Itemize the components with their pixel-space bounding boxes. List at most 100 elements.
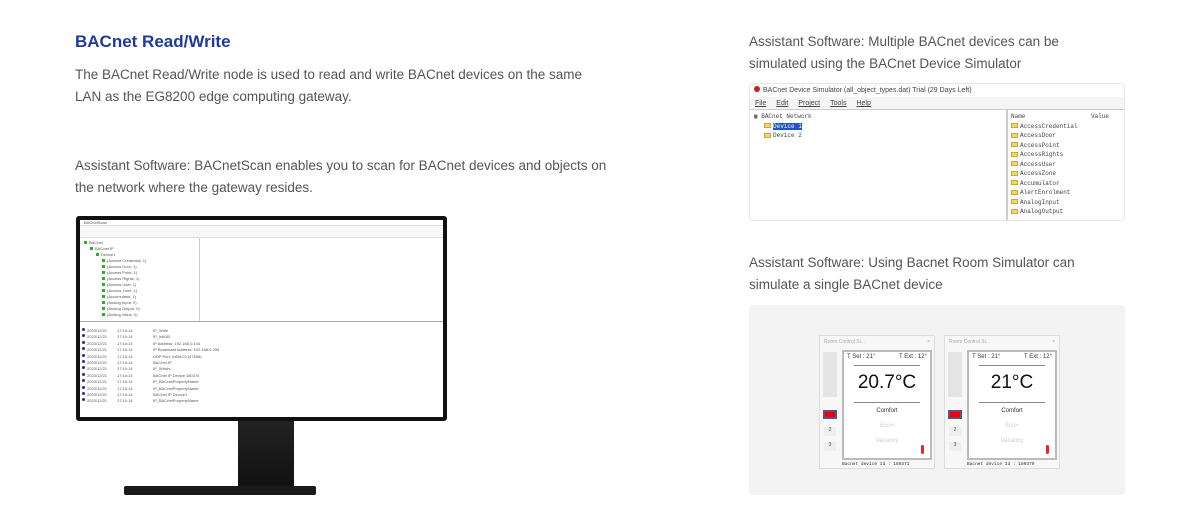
log-cell: BACnet IP Device1 bbox=[153, 391, 188, 397]
log-cell: BACnet IP bbox=[153, 359, 172, 365]
log-cell: 17:10:14 bbox=[117, 391, 133, 397]
scan-tree-item[interactable]: (Accumulator, 1) bbox=[84, 294, 195, 300]
network-tree[interactable]: ▣ BACnet Network Device 1 Device 2 bbox=[750, 110, 1008, 220]
mode-comfort[interactable]: Comfort bbox=[876, 408, 898, 414]
log-cell: 17:10:14 bbox=[117, 379, 133, 385]
object-item[interactable]: AccessDoor bbox=[1011, 131, 1121, 141]
mode-button-3[interactable]: 3 bbox=[824, 442, 836, 451]
scan-tree-item[interactable]: BACnet bbox=[84, 240, 195, 246]
mode-eco[interactable]: Eco+ bbox=[1005, 423, 1019, 429]
object-icon bbox=[102, 301, 105, 304]
object-item[interactable]: AccessZone bbox=[1011, 169, 1121, 179]
scan-tree-item[interactable]: (Access Rights, 1) bbox=[84, 276, 195, 282]
object-icon bbox=[102, 295, 105, 298]
object-item[interactable]: AccessCredential bbox=[1011, 122, 1121, 132]
room-simulator-screenshot: Room Control Si... × 2 3 T Set : 21° T Ext… bbox=[749, 305, 1125, 495]
scan-tree-item[interactable]: (Analog Input, 0) bbox=[84, 300, 195, 306]
scan-tree-item[interactable]: BACnet IP bbox=[84, 246, 195, 252]
log-cell: IP_WhoIs bbox=[153, 366, 171, 372]
log-cell: BACnet IP Device:180370 bbox=[153, 372, 200, 378]
tree-label: (Analog Value, 0) bbox=[107, 312, 138, 317]
object-item[interactable]: AccessRights bbox=[1011, 150, 1121, 160]
simulator-caption: Assistant Software: Multiple BACnet devi… bbox=[749, 34, 1059, 71]
setpoint: T Set : 21° bbox=[847, 354, 876, 360]
folder-icon bbox=[764, 123, 771, 129]
object-item[interactable]: AccessUser bbox=[1011, 160, 1121, 170]
tree-label: (Access User, 1) bbox=[107, 282, 137, 287]
info-icon bbox=[82, 398, 85, 402]
menu-help[interactable]: Help bbox=[856, 100, 871, 107]
log-cell: 2023/12/21 bbox=[87, 340, 108, 346]
menu-edit[interactable]: Edit bbox=[776, 100, 789, 107]
thermostat-display: T Set : 21°T Ext : 12° 20.7°C Comfort Ec… bbox=[842, 350, 932, 460]
log-cell: IP_Write bbox=[153, 328, 169, 333]
mode-button-2[interactable]: 2 bbox=[949, 427, 961, 436]
scan-tree-item[interactable]: (Access Point, 1) bbox=[84, 270, 195, 276]
folder-icon bbox=[1011, 199, 1018, 205]
scan-title: BACnetScan bbox=[80, 220, 443, 226]
slider[interactable] bbox=[948, 352, 962, 397]
external-temp: T Ext : 12° bbox=[899, 354, 927, 360]
log-cell: 17:10:14 bbox=[117, 366, 133, 372]
tree-device-2[interactable]: Device 2 bbox=[773, 132, 802, 139]
scan-tree-item[interactable]: (Access User, 1) bbox=[84, 282, 195, 288]
object-name: AnalogOutput bbox=[1020, 208, 1064, 215]
mode-button-1[interactable] bbox=[948, 410, 962, 419]
object-item[interactable]: AnalogOutput bbox=[1011, 207, 1121, 217]
info-icon bbox=[82, 372, 85, 376]
close-icon[interactable]: × bbox=[1052, 339, 1055, 345]
info-icon bbox=[82, 391, 85, 395]
menu-project[interactable]: Project bbox=[798, 100, 821, 107]
log-cell: IP Broadcast Address: 192.168.0.255 bbox=[153, 347, 220, 353]
object-item[interactable]: AccessPoint bbox=[1011, 141, 1121, 151]
folder-icon bbox=[1011, 151, 1018, 157]
menu-tools[interactable]: Tools bbox=[830, 100, 847, 107]
close-icon[interactable]: × bbox=[927, 339, 930, 345]
tree-root: BACnet Network bbox=[761, 113, 812, 120]
window-title: Room Control Si... bbox=[824, 339, 865, 345]
object-item[interactable]: AnalogInput bbox=[1011, 198, 1121, 208]
scan-tree-item[interactable]: (Access Credential, 1) bbox=[84, 258, 195, 264]
mode-button-1[interactable] bbox=[823, 410, 837, 419]
device-id: Bacnet device Id : 180371 bbox=[842, 462, 910, 467]
monitor-stand bbox=[238, 421, 294, 487]
scan-tree-item[interactable]: (Access Zone, 1) bbox=[84, 288, 195, 294]
scan-tree-item[interactable]: (Analog Value, 0) bbox=[84, 312, 195, 318]
setpoint: T Set : 21° bbox=[972, 354, 1001, 360]
object-item[interactable]: AlertEnrolment bbox=[1011, 188, 1121, 198]
scan-tree-item[interactable]: (Analog Output, 0) bbox=[84, 306, 195, 312]
mode-comfort[interactable]: Comfort bbox=[1001, 408, 1023, 414]
mode-eco[interactable]: Eco+ bbox=[880, 423, 894, 429]
log-cell: IP_InitDB bbox=[153, 334, 170, 340]
room-window: Room Control Si... × 2 3 T Set : 21° T Ext… bbox=[819, 335, 935, 469]
mode-vacancy[interactable]: Vacancy bbox=[875, 438, 899, 444]
object-icon bbox=[102, 313, 105, 316]
folder-icon bbox=[1011, 161, 1018, 167]
mode-vacancy[interactable]: Vacancy bbox=[1000, 438, 1024, 444]
room-caption: Assistant Software: Using Bacnet Room Si… bbox=[749, 255, 1075, 292]
tree-label: Device1 bbox=[101, 252, 116, 257]
network-icon: ▣ bbox=[754, 113, 762, 120]
mode-button-2[interactable]: 2 bbox=[824, 427, 836, 436]
page-title: BACnet Read/Write bbox=[75, 32, 231, 51]
log-cell: IP Address: 192.168.0.144 bbox=[153, 340, 201, 346]
scan-tree-item[interactable]: (Access Door, 1) bbox=[84, 264, 195, 270]
menu-bar: File Edit Project Tools Help bbox=[750, 97, 1124, 110]
mode-button-3[interactable]: 3 bbox=[949, 442, 961, 451]
object-item[interactable]: Accumulator bbox=[1011, 179, 1121, 189]
log-cell: 2023/12/21 bbox=[87, 366, 108, 372]
scan-tree-item[interactable]: Device1 bbox=[84, 252, 195, 258]
temperature: 21°C bbox=[990, 372, 1034, 393]
menu-file[interactable]: File bbox=[755, 100, 767, 107]
slider[interactable] bbox=[823, 352, 837, 397]
tree-device-1[interactable]: Device 1 bbox=[773, 122, 802, 130]
tree-label: (Analog Input, 0) bbox=[107, 300, 137, 305]
log-cell: IP_BACnetPropertyName bbox=[153, 379, 199, 385]
info-icon bbox=[82, 366, 85, 370]
log-row: 2023/12/21 17:10:14 IP_WhoIs bbox=[82, 366, 441, 372]
